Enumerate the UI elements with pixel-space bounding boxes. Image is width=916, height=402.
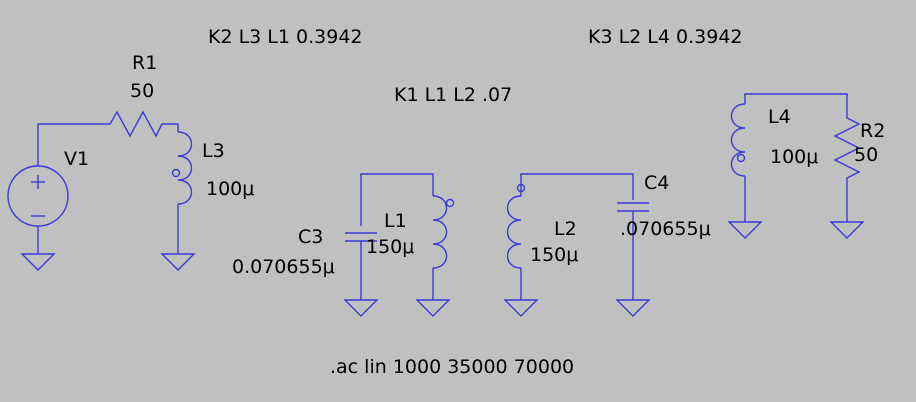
ground-symbol [20, 253, 56, 271]
l3-name-label: L3 [202, 140, 225, 162]
c4-value-label: .070655μ [620, 218, 711, 240]
r1-value-label: 50 [130, 80, 155, 102]
resonator-c3-l1[interactable] [345, 173, 455, 300]
ground-symbol [343, 299, 379, 317]
ground-symbol [727, 221, 763, 239]
coupling-directive-k3[interactable]: K3 L2 L4 0.3942 [588, 26, 743, 48]
c3-name-label: C3 [298, 226, 324, 248]
ac-analysis-directive[interactable]: .ac lin 1000 35000 70000 [330, 356, 575, 378]
r2-name-label: R2 [860, 120, 886, 142]
ground-symbol [415, 299, 451, 317]
r2-value-label: 50 [854, 144, 879, 166]
l4-value-label: 100μ [770, 146, 819, 168]
ground-symbol [503, 299, 539, 317]
ground-symbol [829, 221, 865, 239]
output-l4-r2[interactable] [730, 93, 861, 222]
resistor-r1[interactable] [109, 110, 179, 138]
l2-name-label: L2 [554, 218, 577, 240]
l3-value-label: 100μ [206, 178, 255, 200]
voltage-source-v1[interactable] [7, 123, 110, 254]
c4-name-label: C4 [644, 172, 670, 194]
c3-value-label: 0.070655μ [232, 256, 335, 278]
resonator-l2-c4[interactable] [506, 173, 650, 300]
coupling-directive-k1[interactable]: K1 L1 L2 .07 [394, 84, 513, 106]
coupling-directive-k2[interactable]: K2 L3 L1 0.3942 [208, 26, 363, 48]
l1-name-label: L1 [384, 210, 407, 232]
r1-name-label: R1 [132, 52, 158, 74]
ground-symbol [160, 253, 196, 271]
v1-name-label: V1 [64, 148, 90, 170]
l4-name-label: L4 [768, 106, 791, 128]
inductor-l3[interactable] [171, 131, 193, 254]
l1-value-label: 150μ [366, 236, 415, 258]
l2-value-label: 150μ [530, 244, 579, 266]
ground-symbol [615, 299, 651, 317]
